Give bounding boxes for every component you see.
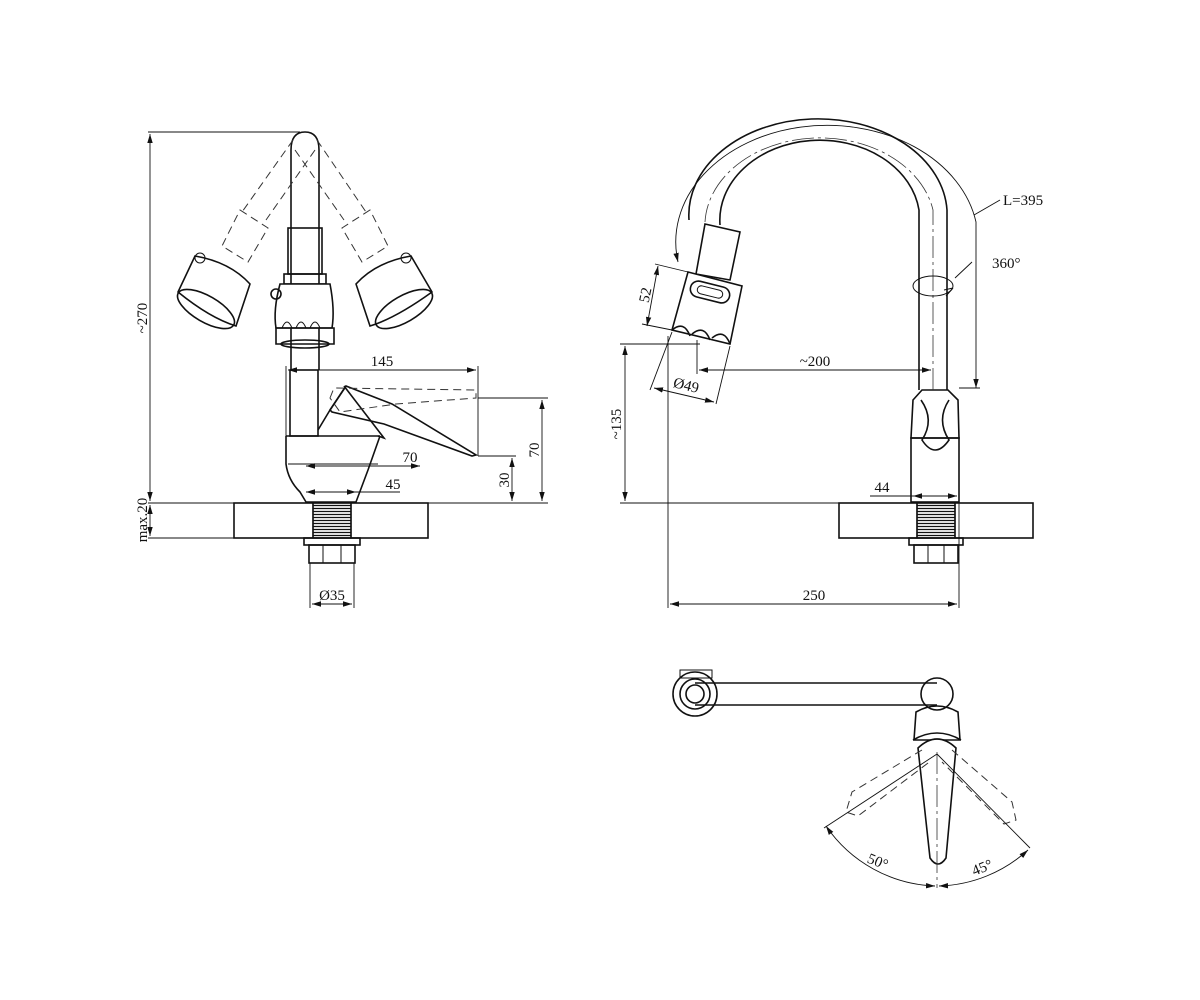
label-body-width: 44 [875, 480, 891, 496]
label-spout-length: L=395 [1003, 193, 1043, 209]
spout-arc [688, 118, 948, 390]
dim-handle-offset: 70 [306, 450, 420, 469]
top-view: 50° 45° [672, 669, 1031, 889]
label-reach: ~200 [800, 354, 831, 370]
label-lever-clearance: 30 [497, 473, 513, 488]
dim-swing-angles: 50° 45° [823, 752, 1031, 889]
faucet-body [285, 369, 381, 503]
deck-plate [233, 502, 429, 539]
mounting-nut [303, 537, 361, 564]
dim-spout-length: L=395 [673, 124, 1043, 389]
dim-total-height: ~270 [135, 131, 300, 504]
label-left-angle: 50° [865, 851, 890, 874]
dim-body-width: 44 [870, 480, 957, 499]
label-total-height: ~270 [135, 303, 151, 334]
deck-plate-side [838, 502, 1034, 564]
dim-lever-clearance: 30 [478, 455, 516, 501]
label-thread-diameter: Ø35 [319, 588, 345, 604]
label-handle-height: 70 [527, 443, 543, 458]
label-handle-offset: 70 [403, 450, 418, 466]
body-top [912, 705, 962, 741]
lever-handle [328, 385, 479, 457]
dim-spout-height: ~135 [609, 343, 839, 504]
side-view: 360° L=395 52 Ø49 ~135 [609, 118, 1043, 608]
spout-tube [283, 131, 327, 370]
aerator-left-swung [176, 139, 316, 330]
dim-aerator-diameter: Ø49 [649, 331, 731, 405]
label-right-angle: 45° [970, 857, 995, 880]
label-handle-reach: 145 [371, 354, 394, 370]
label-overall-reach: 250 [803, 588, 826, 604]
label-rotation: 360° [992, 256, 1021, 272]
aerator-right-swung [294, 139, 434, 330]
label-aerator-height: 52 [637, 286, 656, 304]
label-base-width: 45 [386, 477, 401, 493]
aerator-head [270, 283, 335, 349]
front-view: ~270 max.20 145 70 45 70 [135, 131, 548, 608]
label-aerator-diameter: Ø49 [671, 375, 700, 397]
dim-aerator-height: 52 [637, 263, 689, 331]
label-spout-height: ~135 [609, 409, 625, 440]
dim-handle-height: 70 [428, 397, 548, 504]
spout-top [672, 669, 954, 717]
label-max-deck: max.20 [135, 498, 151, 543]
dim-max-deck: max.20 [135, 498, 234, 543]
faucet-body-side [910, 389, 960, 503]
rotation-indicator: 360° [912, 256, 1021, 297]
dim-handle-reach: 145 [285, 354, 479, 456]
dim-reach: ~200 [696, 340, 931, 374]
aerator-head-side [671, 271, 743, 345]
dim-thread-diameter: Ø35 [309, 563, 355, 608]
dim-base-width: 45 [306, 477, 401, 495]
dim-overall-reach: 250 [667, 336, 960, 608]
